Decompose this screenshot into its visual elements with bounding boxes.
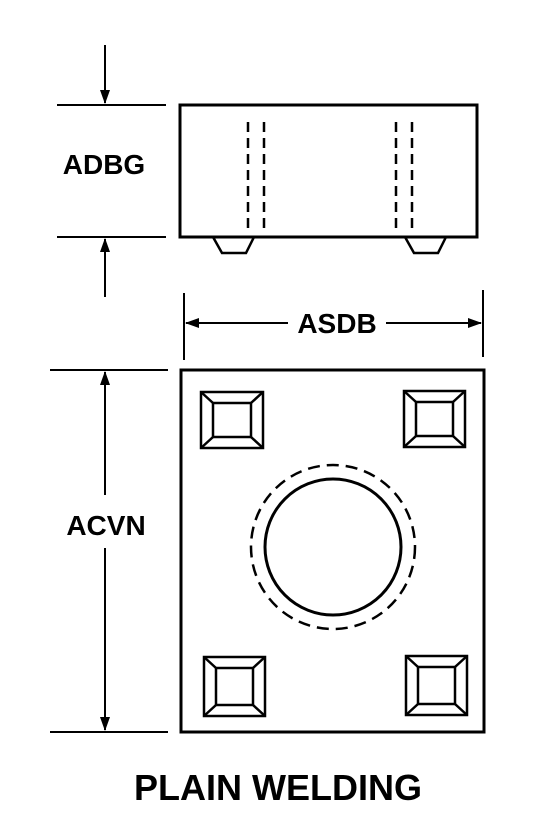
side-view (178, 103, 479, 255)
weld-projection-bottom-left (202, 655, 267, 718)
side-view-body (178, 103, 479, 239)
weld-projection (403, 236, 448, 255)
thread-hole (263, 477, 403, 617)
top-view-body (179, 368, 486, 734)
length-dimension-label: ACVN (66, 510, 145, 541)
weld-projection-bottom-right (404, 654, 469, 717)
width-dimension-label: ASDB (297, 308, 376, 339)
width-dimension (183, 290, 484, 360)
weld-projection-top-right (402, 389, 467, 449)
thread-major-diameter (249, 463, 417, 631)
weld-projection-top-left (199, 390, 265, 450)
length-dimension (50, 369, 168, 733)
top-view (179, 368, 486, 734)
weld-projection (211, 236, 256, 255)
height-dimension (57, 45, 166, 297)
height-dimension-label: ADBG (63, 149, 145, 180)
diagram-caption: PLAIN WELDING (134, 767, 422, 808)
